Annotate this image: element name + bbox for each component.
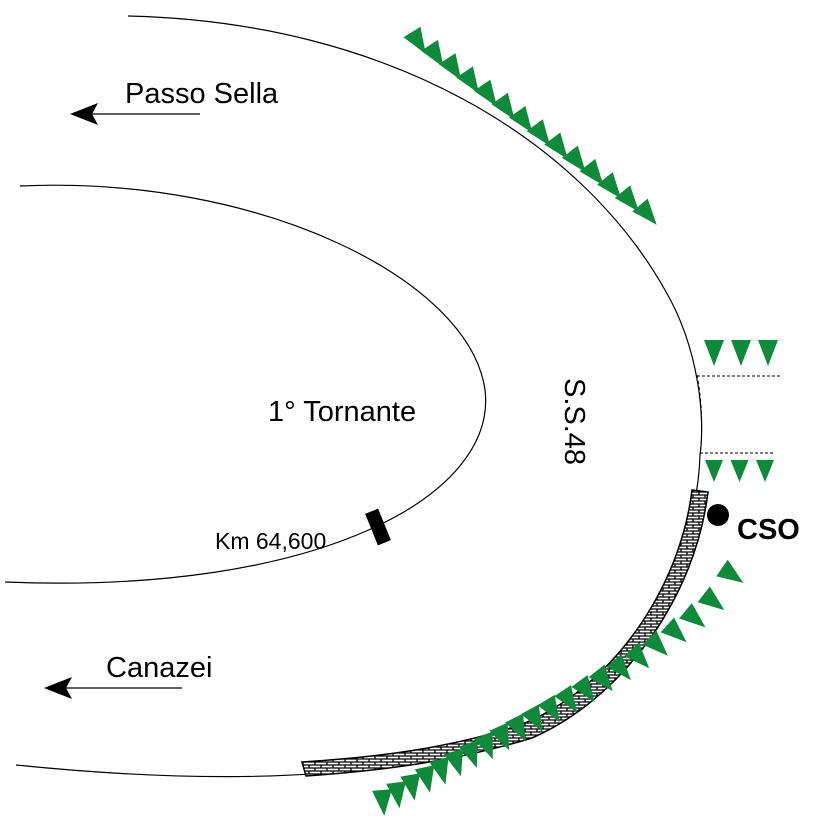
- arrow-left-icon: [44, 677, 72, 699]
- vegetation-triangle-icon: [386, 781, 407, 809]
- vegetation-triangle-icon: [554, 685, 578, 713]
- vegetation-triangle-icon: [473, 79, 497, 107]
- vegetation-triangle-icon: [704, 340, 724, 366]
- vegetation-upper: [403, 26, 657, 225]
- label-km: Km 64,600: [215, 528, 326, 554]
- vegetation-triangle-icon: [400, 773, 421, 801]
- vegetation-triangle-icon: [489, 722, 510, 751]
- vegetation-triangle-icon: [731, 340, 751, 366]
- vegetation-triangle-icon: [606, 653, 631, 681]
- label-tornante: 1° Tornante: [268, 396, 416, 428]
- arrow-left-icon: [70, 103, 98, 125]
- road-outer-edge-lower: [15, 454, 701, 778]
- vegetation-triangle-icon: [421, 39, 444, 68]
- vegetation-triangle-icon: [561, 145, 586, 173]
- cso-station-icon: [707, 504, 729, 526]
- vegetation-triangle-icon: [438, 53, 462, 81]
- vegetation-triangle-icon: [526, 119, 551, 147]
- vegetation-triangle-icon: [758, 340, 778, 366]
- vegetation-triangle-icon: [588, 664, 613, 692]
- vegetation-triangle-icon: [756, 460, 774, 482]
- vegetation-triangle-icon: [697, 586, 725, 611]
- vegetation-triangle-icon: [456, 66, 480, 94]
- vegetation-triangle-icon: [505, 713, 526, 742]
- vegetation-triangle-icon: [679, 603, 706, 628]
- vegetation-triangle-icon: [632, 198, 657, 225]
- vegetation-triangle-icon: [491, 92, 515, 120]
- vegetation-triangle-icon: [372, 789, 392, 816]
- vegetation-triangle-icon: [705, 460, 723, 482]
- vegetation-triangle-icon: [579, 158, 604, 186]
- km-marker: [365, 508, 391, 546]
- vegetation-triangle-icon: [597, 172, 622, 199]
- vegetation-mid-upper: [704, 340, 778, 366]
- vegetation-triangle-icon: [730, 460, 749, 482]
- vegetation-triangle-icon: [571, 675, 595, 703]
- vegetation-mid-lower: [705, 460, 774, 482]
- vegetation-triangle-icon: [429, 756, 449, 785]
- vegetation-triangle-icon: [521, 704, 543, 732]
- vegetation-triangle-icon: [458, 740, 478, 768]
- road-outer-edge-dashed: [696, 374, 703, 456]
- label-canazei: Canazei: [106, 652, 212, 684]
- vegetation-triangle-icon: [509, 106, 533, 133]
- vegetation-triangle-icon: [443, 748, 463, 777]
- label-passo-sella: Passo Sella: [125, 78, 279, 110]
- vegetation-triangle-icon: [537, 694, 560, 723]
- vegetation-triangle-icon: [614, 185, 639, 212]
- vegetation-lower: [372, 559, 744, 816]
- vegetation-triangle-icon: [414, 765, 435, 793]
- vegetation-triangle-icon: [660, 617, 687, 643]
- road-inner-edge: [4, 184, 487, 584]
- vegetation-triangle-icon: [642, 630, 668, 656]
- vegetation-triangle-icon: [624, 642, 650, 669]
- vegetation-triangle-icon: [403, 26, 426, 55]
- label-cso: CSO: [737, 514, 800, 546]
- label-road: S.S.48: [558, 378, 590, 465]
- vegetation-triangle-icon: [544, 132, 568, 160]
- road-outer-edge: [127, 15, 703, 456]
- vegetation-triangle-icon: [716, 559, 744, 583]
- vegetation-triangle-icon: [473, 731, 493, 760]
